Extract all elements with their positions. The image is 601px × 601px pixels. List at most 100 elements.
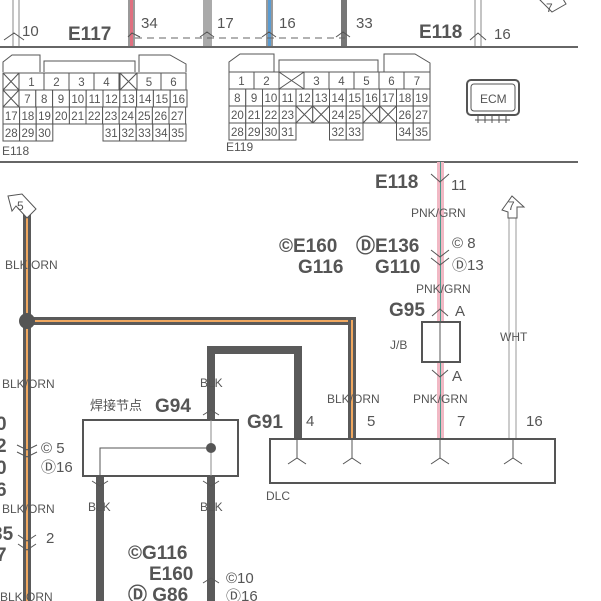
pin-number: 35 xyxy=(415,127,428,139)
pin-label: 34 xyxy=(141,15,158,32)
wire-blk-orn[interactable] xyxy=(16,210,356,601)
pin-number: 10 xyxy=(264,93,277,105)
pin-number: 9 xyxy=(251,93,257,105)
wire-color-label: PNK/GRN xyxy=(416,282,471,296)
arrow-7-icon[interactable] xyxy=(539,0,567,13)
pin-number: 12 xyxy=(105,94,118,106)
pin-number: 23 xyxy=(281,110,294,122)
pin-number: 29 xyxy=(248,127,261,139)
pin-number: 12 xyxy=(298,93,311,105)
arrow-7-label: 7 xyxy=(546,1,553,15)
wire-wht[interactable] xyxy=(501,195,526,439)
pin-number: 11 xyxy=(89,94,101,106)
pin-number: 17 xyxy=(382,93,395,105)
pin-number: 26 xyxy=(398,110,411,122)
wire-color-label: PNK/GRN xyxy=(411,206,466,220)
pin-cell xyxy=(412,122,431,141)
connector-label: G110 xyxy=(375,257,420,278)
dlc-pin-label: 7 xyxy=(457,413,465,430)
pin-number: 24 xyxy=(121,111,134,123)
ecm-icon[interactable] xyxy=(466,79,520,123)
wire-pnk-grn[interactable] xyxy=(430,162,450,439)
pin-number: 14 xyxy=(139,94,152,106)
connector-e118-label: E118 xyxy=(2,144,29,158)
pin-number: 7 xyxy=(24,94,30,106)
pin-number: 22 xyxy=(264,110,277,122)
dlc-pin-label: 5 xyxy=(367,413,375,430)
pin-number: 13 xyxy=(122,94,135,106)
connector-label: Ⓓ G86 xyxy=(128,583,188,601)
pin-number: 5 xyxy=(146,77,152,89)
wire-color-label: BLK/ORN xyxy=(2,502,55,516)
pin-number: 18 xyxy=(398,93,411,105)
pin-label: Ⓓ13 xyxy=(452,257,484,274)
pin-label: Ⓓ16 xyxy=(226,588,258,601)
wire-color-label: BLK/ORN xyxy=(327,392,380,406)
pin-label: 16 xyxy=(279,15,296,32)
pin-number: 15 xyxy=(155,94,168,106)
pin-number: 15 xyxy=(348,93,361,105)
pin-number: 6 xyxy=(170,77,176,89)
pin-number: 19 xyxy=(38,111,51,123)
pin-number: 31 xyxy=(281,127,294,139)
pin-number: 23 xyxy=(105,111,118,123)
pin-number: 18 xyxy=(22,111,35,123)
pin-number: 11 xyxy=(282,93,294,105)
empty-pin-icon xyxy=(295,105,314,124)
pin-number: 17 xyxy=(5,111,18,123)
pin-number: 10 xyxy=(71,94,84,106)
connector-label: 7 xyxy=(0,545,7,566)
connector-label: ⒹE136 xyxy=(356,234,419,257)
connector-label: 0 xyxy=(0,414,7,435)
pin-cell xyxy=(35,123,54,142)
arrow-5-icon[interactable] xyxy=(7,193,37,219)
connector-label-g91: G91 xyxy=(247,412,283,433)
ecm-label: ECM xyxy=(480,92,507,106)
connector-label: G116 xyxy=(298,257,343,278)
pin-number: 29 xyxy=(22,128,35,140)
pin-number: 20 xyxy=(55,111,68,123)
wire-color-label: PNK/GRN xyxy=(413,392,468,406)
pin-number: 32 xyxy=(331,127,344,139)
pin-number: 34 xyxy=(398,127,411,139)
connector-label-e118: E118 xyxy=(419,22,462,43)
connector-label: 0 xyxy=(0,458,7,479)
pin-label: © 5 xyxy=(41,440,65,457)
pin-number: 21 xyxy=(248,110,261,122)
connector-label-e118: E118 xyxy=(375,172,418,193)
empty-pin-icon xyxy=(2,89,20,108)
pin-cell xyxy=(168,123,187,142)
connector-label: ©E160 xyxy=(279,236,337,257)
splice-g94[interactable] xyxy=(82,419,239,477)
pin-label: 2 xyxy=(46,530,54,547)
junction-block-jb[interactable] xyxy=(421,321,461,363)
pin-number: 27 xyxy=(171,111,184,123)
dlc-label: DLC xyxy=(266,489,290,503)
pin-label: Ⓓ16 xyxy=(41,459,73,476)
pin-label: A xyxy=(455,303,465,320)
connector-label-g94: G94 xyxy=(155,396,191,417)
pin-number: 30 xyxy=(38,128,51,140)
dlc-connector[interactable] xyxy=(269,438,556,484)
pin-label: 10 xyxy=(22,23,39,40)
connector-label: 35 xyxy=(0,524,14,545)
wire-color-label: BLK/ORN xyxy=(2,377,55,391)
pin-number: 9 xyxy=(58,94,64,106)
pin-number: 2 xyxy=(53,77,59,89)
pin-number: 30 xyxy=(264,127,277,139)
pin-number: 13 xyxy=(315,93,328,105)
empty-pin-icon xyxy=(379,105,397,124)
pin-label: A xyxy=(452,368,462,385)
pin-label: 33 xyxy=(356,15,373,32)
pin-number: 4 xyxy=(103,77,110,89)
arrow-5-label: 5 xyxy=(17,199,24,213)
pin-number: 1 xyxy=(238,76,244,88)
wire-color-label: BLK/ORN xyxy=(5,258,58,272)
pin-number: 26 xyxy=(154,111,167,123)
pin-number: 35 xyxy=(171,128,184,140)
pin-number: 33 xyxy=(138,128,151,140)
pin-number: 32 xyxy=(122,128,135,140)
